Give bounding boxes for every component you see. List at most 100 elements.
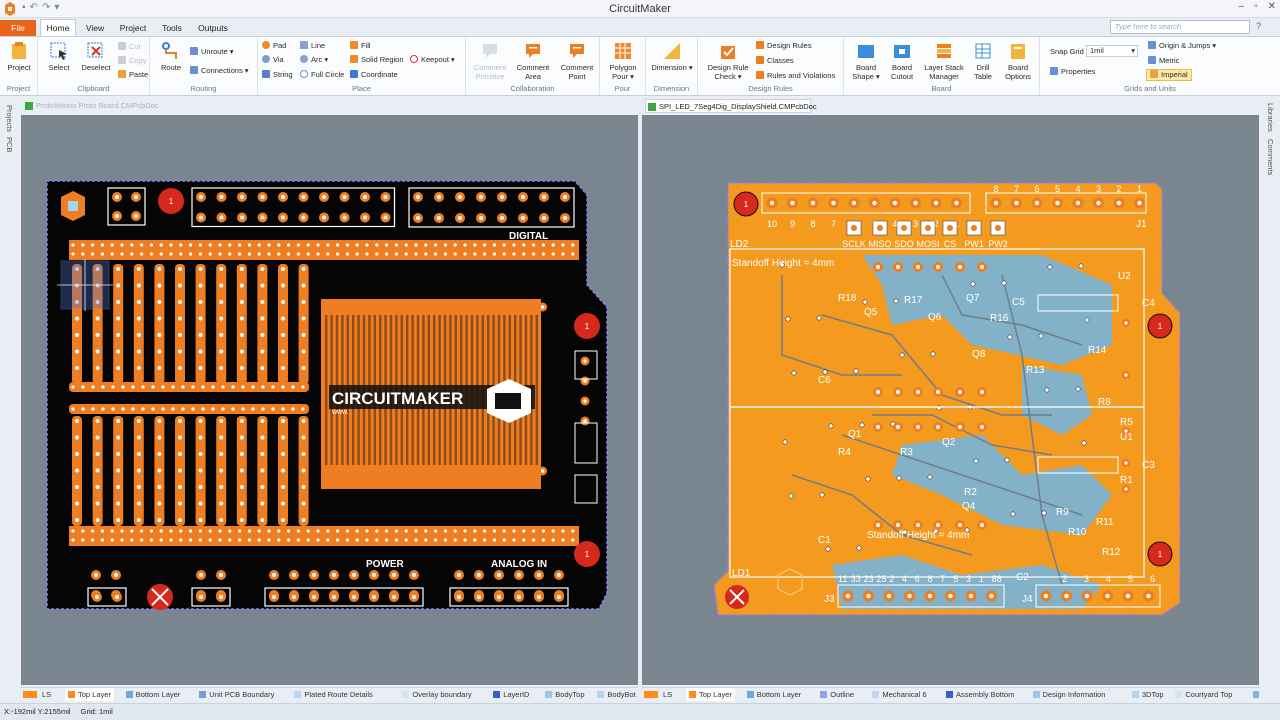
rail-hole [473,252,477,256]
classes-button[interactable]: Classes [756,56,794,66]
board-options-button[interactable]: Board Options [1000,41,1036,81]
close-icon[interactable]: ✕ [1267,1,1276,12]
comment-area-button[interactable]: Comment Area [512,41,554,81]
layer-tab[interactable]: Unit PCB Boundary [199,688,274,701]
tab-home[interactable]: Home [40,19,76,36]
tab-tools[interactable]: Tools [162,23,182,33]
dropdown-icon[interactable]: ▾ [54,2,60,13]
projects-panel-tab[interactable]: Projects [5,105,14,133]
layer-tab[interactable]: BodyTop [545,688,584,701]
properties-button[interactable]: Properties [1050,67,1095,77]
project-button[interactable]: Project [4,41,34,72]
rules-violations-button[interactable]: Rules and Violations [756,71,835,81]
search-input[interactable]: Type here to search [1110,20,1250,34]
layer-tab[interactable]: Courtyard Top [1175,688,1232,701]
cut-button[interactable]: Cut [118,42,141,52]
libraries-panel-tab[interactable]: Libraries [1266,103,1275,132]
arc-button[interactable]: Arc ▾ [300,55,328,65]
minimize-icon[interactable]: – [1238,1,1245,12]
polygon-pour-button[interactable]: Polygon Pour ▾ [602,41,644,81]
rail-hole [345,243,349,247]
rail-hole [208,243,212,247]
layer-set-label[interactable]: LS [42,690,52,699]
tab-file[interactable]: File [0,20,36,36]
fill-button[interactable]: Fill [350,41,371,51]
maximize-icon[interactable]: ▫ [1254,1,1258,12]
line-button[interactable]: Line [300,41,325,51]
refdes-label: C4 [1142,298,1155,309]
comment-primitive-button[interactable]: Comment Primitive [468,41,512,81]
strip-hole [75,267,79,271]
layer-set-label[interactable]: LS [663,690,673,699]
redo-icon[interactable]: ↷ [41,2,51,13]
layer-stack-manager-button[interactable]: Layer Stack Manager [922,41,966,81]
display-shield-canvas[interactable]: 1098765432187654321SCLKMISOSDOMOSICSPW1P… [642,115,1259,685]
layer-tab[interactable]: Assembly Bottom [946,688,1014,701]
save-icon[interactable]: ▪ [22,2,26,13]
current-layer-swatch[interactable]: LS [23,688,51,701]
pad-button[interactable]: Pad [262,41,286,51]
undo-icon[interactable]: ↶ [29,2,38,13]
deselect-button[interactable]: Deselect [78,41,114,72]
layer-tab[interactable]: Mechanical 6 [872,688,927,701]
route-button[interactable]: Route [154,41,188,72]
metric-button[interactable]: Metric [1148,56,1179,66]
keepout-button[interactable]: Keepout ▾ [410,55,455,65]
layer-tab[interactable]: Design Information [1032,688,1105,701]
pad-hole [948,593,953,599]
pad-hole [342,195,347,199]
document-tab-protowisino[interactable]: ProtoWisino Proto Board.CMPcbDoc [23,99,193,113]
solid-region-button[interactable]: Solid Region [350,55,404,65]
pcb-panel-tab[interactable]: PCB [5,137,14,153]
connections-button[interactable]: Connections ▾ [190,66,249,76]
string-button[interactable]: String [262,70,293,80]
select-button[interactable]: Select [42,41,76,72]
layer-tab[interactable]: LayerID [493,688,529,701]
protoboard-canvas[interactable]: CIRCUITMAKER www. DIGITAL POWER ANALOG I… [21,115,638,685]
tab-project[interactable]: Project [119,23,147,33]
strip-hole [219,435,224,440]
layer-tab[interactable]: Sheet Detail [1253,688,1259,701]
pcb-view-display-shield[interactable]: 1098765432187654321SCLKMISOSDOMOSICSPW1P… [642,115,1259,685]
copy-button[interactable]: Copy [118,56,147,66]
via [788,493,794,499]
snap-grid-select[interactable]: 1mil▾ [1086,45,1138,57]
layer-tab[interactable]: Top Layer [686,688,735,701]
imperial-button[interactable]: Imperial [1146,69,1192,81]
full-circle-button[interactable]: Full Circle [300,70,344,80]
comments-panel-tab[interactable]: Comments [1266,139,1275,176]
via [930,351,936,357]
current-layer-swatch[interactable]: LS [644,688,672,701]
strip-hole [260,300,265,304]
pcb-view-protoboard[interactable]: CIRCUITMAKER www. DIGITAL POWER ANALOG I… [21,115,638,685]
tab-outputs[interactable]: Outputs [198,23,228,33]
layer-tab[interactable]: Bottom Layer [746,688,801,701]
pad-hole [1055,200,1060,206]
strip [175,264,185,384]
dimension-button[interactable]: Dimension ▾ [650,41,694,72]
via-button[interactable]: Via [262,55,284,65]
strip-hole [116,300,121,304]
via [973,458,979,464]
layer-tab[interactable]: 3DTop [1131,688,1164,701]
unroute-button[interactable]: Unroute ▾ [190,47,234,57]
board-shape-button[interactable]: Board Shape ▾ [848,41,884,81]
help-icon[interactable]: ? [1256,21,1262,31]
document-tab-spi-led[interactable]: SPI_LED_7Seg4Dig_DisplayShield.CMPcbDoc [645,99,817,113]
coordinate-button[interactable]: Coordinate [350,70,398,80]
comment-point-button[interactable]: Comment Point [556,41,598,81]
design-rules-button[interactable]: Design Rules [756,41,812,51]
layer-tab[interactable]: Top Layer [65,688,114,701]
tab-view[interactable]: View [85,23,105,33]
paste-button[interactable]: Paste [118,70,148,80]
rail-hole [257,252,261,256]
design-rule-check-button[interactable]: Design Rule Check ▾ [702,41,754,81]
layer-tab[interactable]: Outline [820,688,854,701]
layer-tab[interactable]: Overlay boundary [402,688,472,701]
layer-tab[interactable]: Plated Route Details [294,688,373,701]
layer-tab[interactable]: BodyBot [597,688,636,701]
board-cutout-button[interactable]: Board Cutout [884,41,920,81]
layer-tab[interactable]: Bottom Layer [125,688,180,701]
origin-jumps-button[interactable]: Origin & Jumps ▾ [1148,41,1216,51]
drill-table-button[interactable]: Drill Table [968,41,998,81]
